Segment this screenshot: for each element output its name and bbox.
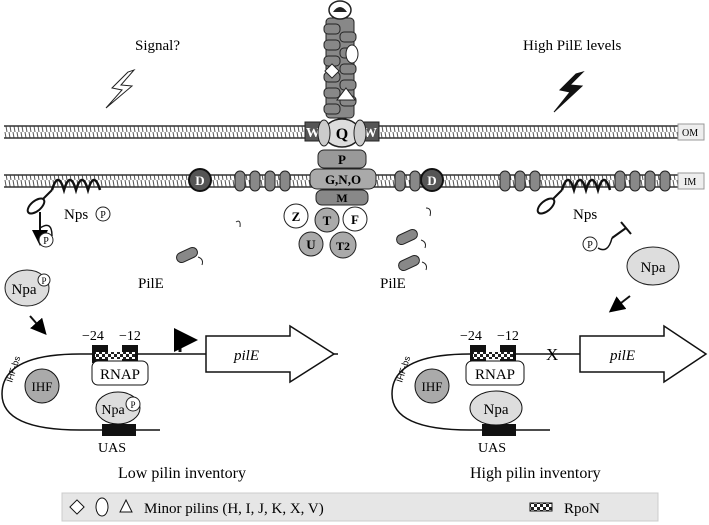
rnap-right — [465, 360, 525, 386]
minus12-left: −12 — [119, 329, 141, 344]
d-right-label: D — [427, 173, 436, 188]
transfer-phospho-left: P — [43, 236, 49, 247]
promoter-left — [1, 324, 338, 436]
ihf-right-label: IHF — [422, 379, 443, 394]
high-pile-bolt-icon — [553, 70, 585, 113]
pilus-fiber — [323, 0, 359, 119]
ihf-bs-left: IHF-bs — [4, 354, 22, 383]
protein-d-right — [420, 168, 444, 192]
membrane-pilins — [234, 170, 671, 192]
rnap-right-label: RNAP — [475, 367, 515, 383]
t2-label: T2 — [336, 239, 350, 253]
nps-right — [536, 178, 612, 215]
protein-t2 — [329, 231, 357, 259]
minus24-left: −24 — [82, 329, 104, 344]
ihf-left — [24, 368, 60, 404]
nps-right-label: Nps — [573, 207, 597, 223]
protein-d-left — [188, 168, 212, 192]
signal-bolt-icon — [105, 68, 136, 109]
minus12-right: −12 — [497, 329, 519, 344]
legend-rpon: RpoN — [564, 501, 600, 517]
cytoplasmic-pile-left — [176, 220, 241, 266]
npa-left-bound-phospho: P — [130, 400, 135, 410]
p-label: P — [338, 152, 346, 167]
npa-left-phospho: P — [41, 276, 46, 286]
legend-triangle-icon — [119, 498, 133, 513]
gno-label: G,N,O — [325, 172, 361, 187]
t-label: T — [323, 213, 332, 228]
d-left-label: D — [195, 173, 204, 188]
npa-right-bound-label: Npa — [484, 402, 509, 418]
nps-right-phospho: P — [587, 240, 593, 251]
ihf-bs-right: IHF-bs — [394, 354, 412, 383]
im-label: IM — [684, 177, 696, 188]
promoter-right — [391, 324, 708, 436]
protein-z — [283, 203, 309, 229]
pile-gene-left: pilE — [233, 348, 259, 364]
legend — [61, 492, 659, 522]
signal-label: Signal? — [135, 38, 180, 54]
npa-left-label: Npa — [12, 282, 37, 298]
pile-gene-right: pilE — [609, 348, 635, 364]
om-label: OM — [682, 128, 698, 139]
w-right-label: W — [363, 126, 377, 141]
uas-left: UAS — [98, 441, 126, 456]
m-label: M — [336, 191, 347, 205]
ihf-right — [414, 368, 450, 404]
pile-left-label: PilE — [138, 276, 164, 292]
legend-oval-icon — [95, 497, 109, 517]
cytoplasmic-pile-right — [396, 207, 431, 272]
npa-right-bound — [469, 390, 523, 426]
w-left-label: W — [306, 126, 320, 141]
legend-diamond-icon — [69, 499, 85, 515]
f-label: F — [351, 212, 359, 227]
rnap-left-label: RNAP — [100, 367, 140, 383]
npa-right-label: Npa — [641, 260, 666, 276]
rnap-left — [91, 360, 149, 386]
high-inventory-label: High pilin inventory — [470, 465, 601, 482]
q-label: Q — [336, 126, 348, 143]
transcription-block-x: X — [546, 345, 558, 364]
legend-minor-pilins: Minor pilins (H, I, J, K, X, V) — [144, 501, 324, 517]
protein-t — [314, 207, 340, 233]
nps-left-label: Nps — [64, 207, 88, 223]
z-label: Z — [292, 209, 301, 224]
platform-m — [315, 189, 369, 206]
protein-f — [342, 206, 368, 232]
low-inventory-label: Low pilin inventory — [118, 465, 246, 482]
high-pile-levels-label: High PilE levels — [523, 38, 621, 54]
platform-p — [317, 149, 367, 169]
platform-gno — [309, 168, 377, 190]
npa-left-bound-label: Npa — [101, 403, 125, 418]
uas-right: UAS — [478, 441, 506, 456]
nps-left-phospho: P — [100, 210, 106, 221]
protein-u — [298, 231, 324, 257]
minus24-right: −24 — [460, 329, 482, 344]
npa-right — [626, 246, 680, 286]
pile-right-label: PilE — [380, 276, 406, 292]
ihf-left-label: IHF — [32, 379, 53, 394]
legend-rpon-icon — [529, 502, 553, 512]
u-label: U — [306, 237, 316, 252]
nps-left — [26, 178, 102, 215]
